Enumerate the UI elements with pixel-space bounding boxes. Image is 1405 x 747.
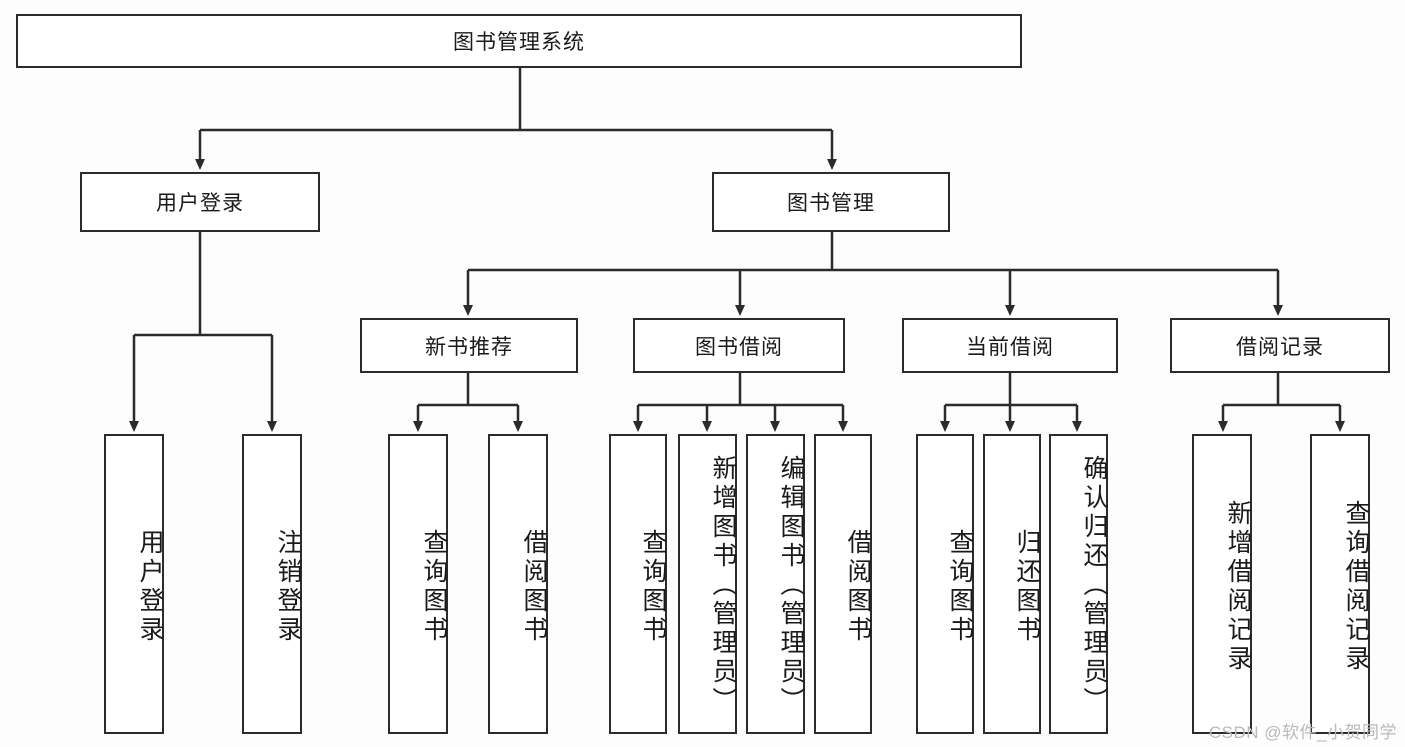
leaf-logout-login[interactable]: 注销登录 bbox=[242, 434, 302, 734]
node-book-borrow[interactable]: 图书借阅 bbox=[633, 318, 845, 373]
node-user-login[interactable]: 用户登录 bbox=[80, 172, 320, 232]
leaf-borrow-book-borrow[interactable]: 借阅图书 bbox=[814, 434, 872, 734]
leaf-confirm-return-admin[interactable]: 确认归还（管理员） bbox=[1049, 434, 1108, 734]
leaf-query-book-borrow[interactable]: 查询图书 bbox=[609, 434, 667, 734]
leaf-add-book-admin[interactable]: 新增图书（管理员） bbox=[678, 434, 737, 734]
csdn-watermark: CSDN @软件_小贺同学 bbox=[1208, 723, 1397, 742]
leaf-borrow-book-newbook[interactable]: 借阅图书 bbox=[488, 434, 548, 734]
node-current-borrow[interactable]: 当前借阅 bbox=[902, 318, 1118, 373]
node-root-system[interactable]: 图书管理系统 bbox=[16, 14, 1022, 68]
leaf-edit-book-admin[interactable]: 编辑图书（管理员） bbox=[746, 434, 805, 734]
leaf-query-borrow-record[interactable]: 查询借阅记录 bbox=[1310, 434, 1370, 734]
leaf-return-book[interactable]: 归还图书 bbox=[983, 434, 1041, 734]
node-borrow-record[interactable]: 借阅记录 bbox=[1170, 318, 1390, 373]
leaf-user-login[interactable]: 用户登录 bbox=[104, 434, 164, 734]
leaf-query-book-current[interactable]: 查询图书 bbox=[916, 434, 974, 734]
leaf-query-book-newbook[interactable]: 查询图书 bbox=[388, 434, 448, 734]
node-new-book-recommend[interactable]: 新书推荐 bbox=[360, 318, 578, 373]
leaf-add-borrow-record[interactable]: 新增借阅记录 bbox=[1192, 434, 1252, 734]
node-book-management[interactable]: 图书管理 bbox=[712, 172, 950, 232]
